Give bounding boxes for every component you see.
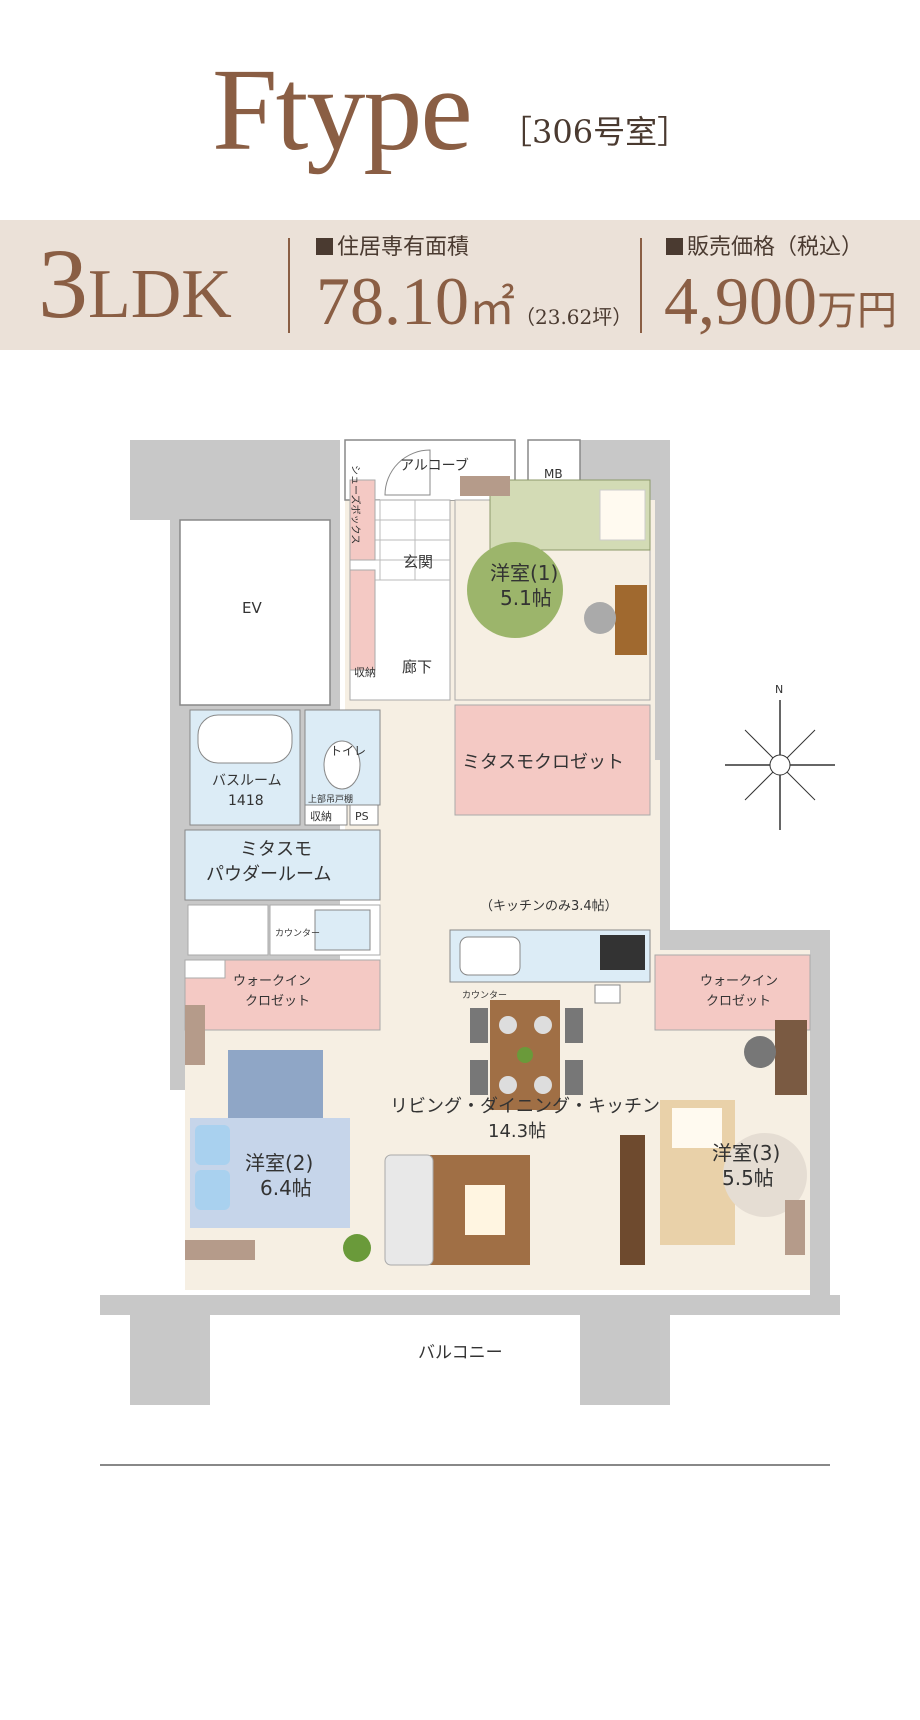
genkan-label: 玄関 (403, 553, 433, 571)
price-value: 4,900万円 (664, 263, 897, 339)
divider (288, 238, 290, 333)
square-bullet-icon (316, 238, 333, 255)
room-3-name: 洋室(3) (712, 1141, 780, 1165)
hallway-label: 廊下 (402, 658, 432, 676)
powder-room-line-2: パウダールーム (206, 864, 331, 885)
room-1-size: 5.1帖 (500, 586, 552, 610)
ps-label: PS (355, 810, 369, 823)
balcony-label: バルコニー (418, 1343, 503, 1363)
bath-area (184, 709, 381, 956)
alcove-label: アルコーブ (400, 457, 469, 474)
living-dining (384, 1000, 645, 1266)
shoes-box-label: シューズボックス (349, 465, 362, 544)
area-label: 住居専有面積 (316, 234, 469, 262)
kitchen-counter-label: カウンター (462, 990, 507, 1001)
mitasumo-closet-label: ミタスモクロゼット (462, 752, 624, 773)
compass-icon (725, 700, 835, 830)
walkin-closet-2-line-1: ウォークイン (700, 974, 778, 989)
counter-label: カウンター (275, 928, 320, 939)
ldk-name: リビング・ダイニング・キッチン (390, 1096, 660, 1117)
layout-type-letters: LDK (88, 256, 232, 333)
storage-2-label: 収納 (310, 810, 332, 823)
ldk-size: 14.3帖 (488, 1121, 546, 1142)
title-block: Ftype ［306号室］ (0, 30, 920, 190)
upper-shelf-label: 上部吊戸棚 (308, 793, 353, 805)
closets (184, 704, 811, 1031)
room-2-name: 洋室(2) (245, 1151, 313, 1175)
room-2-size: 6.4帖 (260, 1176, 312, 1200)
walkin-closet-1-line-1: ウォークイン (233, 974, 311, 989)
room-1-name: 洋室(1) (490, 561, 558, 585)
plan-type-title: Ftype (212, 44, 473, 175)
summary-band: 3LDK 住居専有面積 78.10㎡（23.62坪） 販売価格（税込） 4,90… (0, 220, 920, 350)
kitchen (449, 929, 651, 1004)
kitchen-note: （キッチンのみ3.4帖） (480, 899, 618, 914)
ev-label: EV (242, 599, 262, 617)
room-number: ［306号室］ (500, 113, 690, 151)
divider (640, 238, 642, 333)
area-value: 78.10㎡（23.62坪） (316, 263, 633, 339)
floor-plan: アルコーブ MB EV シューズボックス 玄関 収納 廊下 洋室(1) 5.1帖… (100, 439, 840, 1466)
square-bullet-icon (666, 238, 683, 255)
north-label: N (775, 683, 783, 696)
mb-label: MB (544, 467, 563, 481)
walkin-closet-1-line-2: クロゼット (245, 994, 310, 1009)
layout-type-number: 3 (38, 228, 88, 339)
layout-type: 3LDK (38, 234, 232, 345)
bath-name: バスルーム (212, 773, 282, 789)
price-label: 販売価格（税込） (666, 234, 863, 262)
room-2 (185, 1005, 371, 1262)
room-3-size: 5.5帖 (722, 1166, 774, 1190)
storage-label: 収納 (354, 666, 376, 679)
bath-size: 1418 (228, 793, 264, 809)
walkin-closet-2-line-2: クロゼット (706, 994, 771, 1009)
room-1 (454, 476, 651, 701)
plan-labels: アルコーブ MB EV シューズボックス 玄関 収納 廊下 洋室(1) 5.1帖… (206, 457, 783, 1363)
toilet-label: トイレ (330, 744, 366, 758)
powder-room-line-1: ミタスモ (240, 839, 312, 860)
room-3 (660, 1020, 807, 1255)
